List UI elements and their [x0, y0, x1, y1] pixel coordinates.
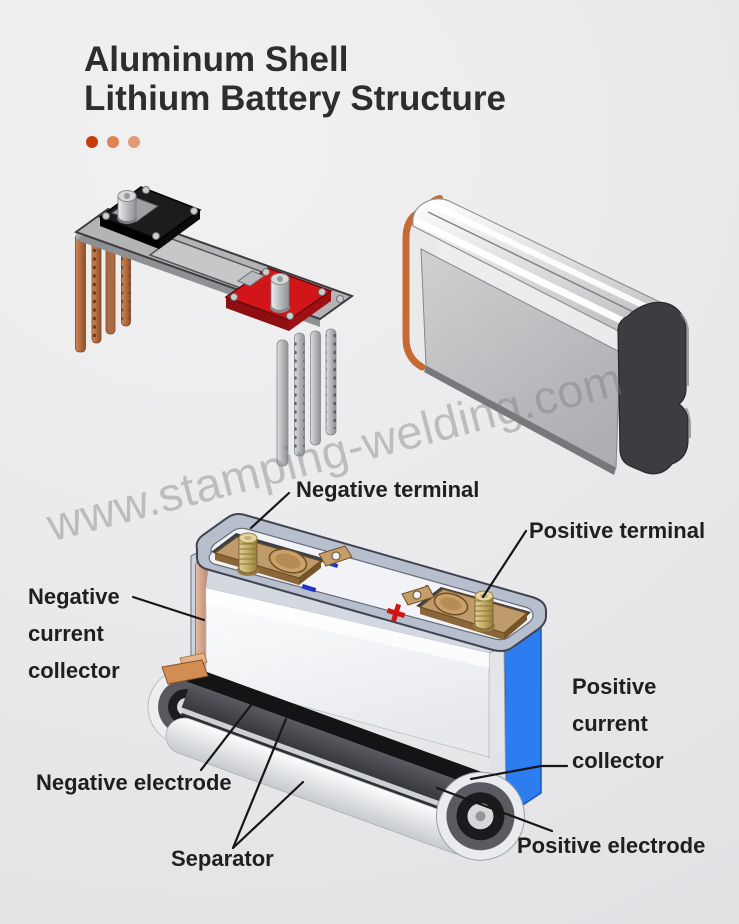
leader-negative-electrode	[199, 694, 260, 772]
aluminum-shell-illustration	[402, 195, 691, 475]
shell-bottom-edge	[424, 366, 616, 475]
negative-electrode-sheet	[186, 666, 499, 794]
leader-separator-2	[231, 780, 305, 850]
leader-positive-terminal	[481, 529, 528, 599]
label-positive-electrode: Positive electrode	[517, 833, 706, 858]
jelly-roll-cutaway	[147, 666, 525, 861]
roll-right-end-rings	[435, 771, 525, 861]
leader-lines	[131, 491, 569, 850]
shell-dark-end	[617, 301, 689, 475]
label-negative-terminal: Negative terminal	[296, 477, 480, 502]
label-negative-current-collector: Negative current collector	[28, 584, 120, 683]
steel-tabs	[276, 328, 337, 467]
positive-electrode-sheet-edge	[181, 708, 483, 822]
battery-cutaway-illustration	[147, 513, 547, 861]
leader-positive-electrode	[435, 786, 554, 833]
accent-dot-icon	[107, 136, 119, 148]
accent-dot-icon	[86, 136, 98, 148]
shell-end-highlight	[680, 313, 691, 438]
label-negative-electrode: Negative electrode	[36, 770, 232, 795]
page-title: Aluminum Shell Lithium Battery Structure	[84, 40, 506, 118]
leader-negative-current-collector	[131, 595, 206, 622]
negative-terminal-tab	[318, 545, 353, 567]
negative-block-stud	[117, 190, 137, 224]
vent-hole	[268, 548, 308, 574]
screw-icons	[230, 268, 344, 320]
leader-positive-current-collector	[469, 764, 569, 781]
negative-tab-copper	[161, 652, 209, 685]
separator-sheet	[181, 683, 494, 818]
cover-plate-assembly-illustration	[73, 186, 355, 467]
label-positive-terminal: Positive terminal	[529, 518, 706, 543]
negative-block	[98, 186, 202, 249]
label-positive-current-collector: Positive current collector	[572, 674, 664, 773]
label-separator: Separator	[171, 846, 274, 871]
negative-terminal-stud	[237, 532, 259, 576]
accent-dots	[86, 136, 140, 148]
leader-negative-terminal	[249, 491, 291, 530]
accent-dot-icon	[128, 136, 140, 148]
negative-terminal-block	[211, 532, 353, 585]
positive-block	[224, 267, 344, 331]
leader-separator-1	[231, 717, 288, 850]
cell-front-face	[205, 587, 490, 758]
positive-block-stud	[270, 273, 290, 313]
positive-terminal-tab	[401, 585, 435, 606]
vent-hole	[433, 592, 469, 616]
screw-icons	[102, 186, 198, 240]
title-line-2: Lithium Battery Structure	[84, 79, 506, 118]
title-line-1: Aluminum Shell	[84, 40, 349, 79]
